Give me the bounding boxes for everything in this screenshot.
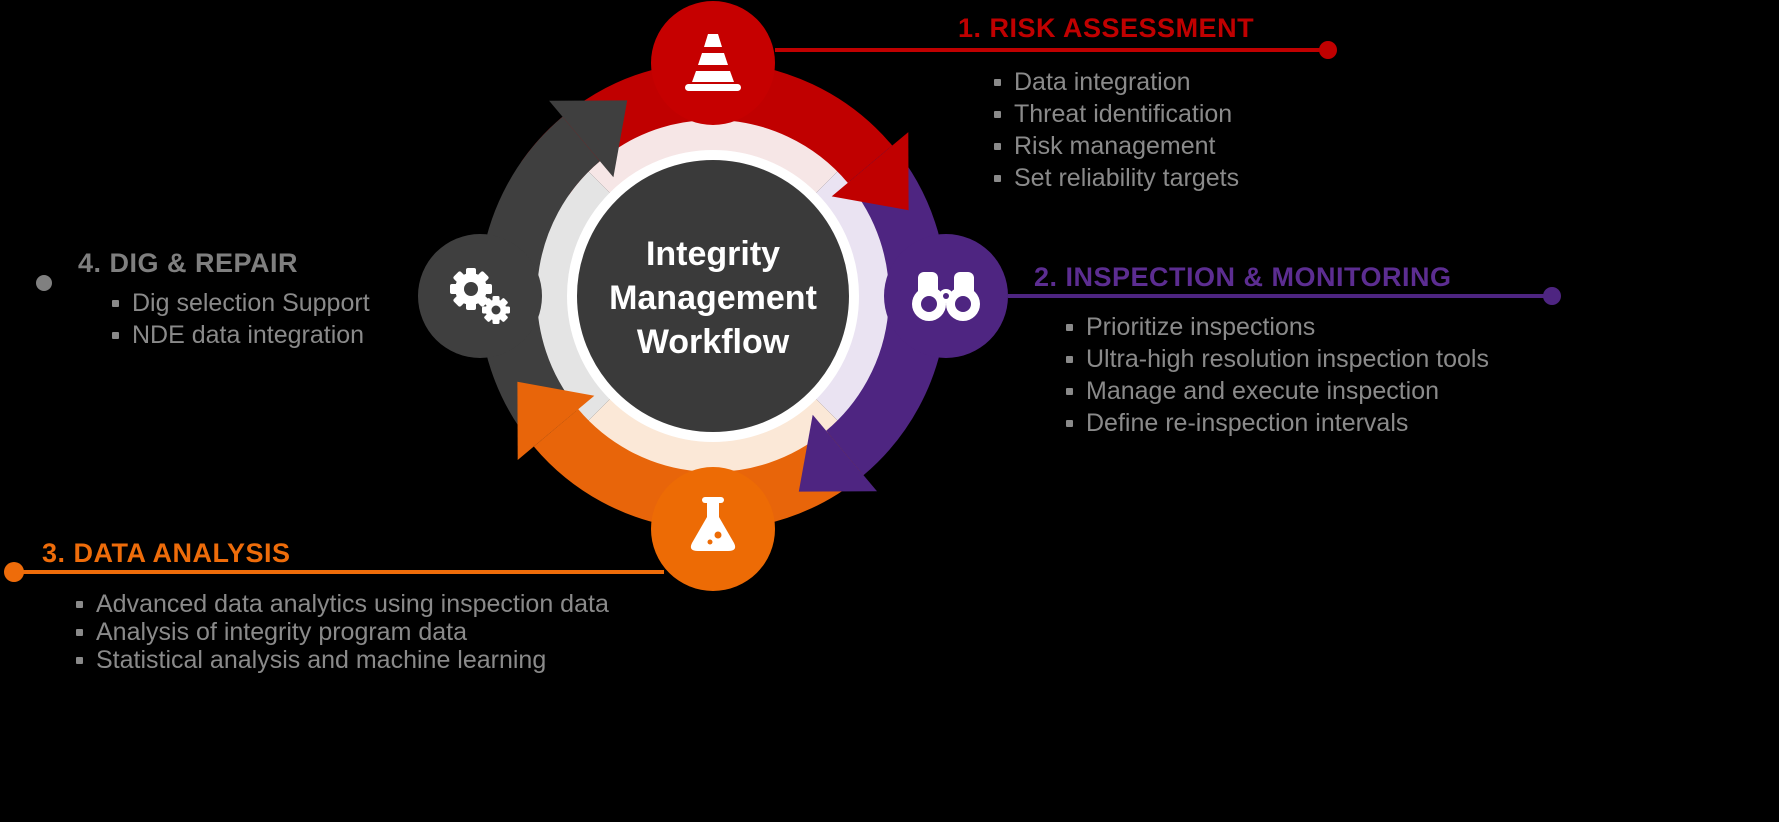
list-item: Advanced data analytics using inspection… bbox=[76, 590, 609, 618]
section-1-connector-dot bbox=[1319, 41, 1337, 59]
bullet-marker bbox=[1066, 355, 1073, 363]
traffic-cone-icon bbox=[685, 34, 741, 91]
light-ring-red bbox=[586, 117, 840, 197]
gear-small-icon bbox=[482, 296, 510, 324]
list-item-label: Risk management bbox=[1014, 131, 1216, 160]
light-ring-purple bbox=[812, 169, 892, 423]
bullet-marker bbox=[1066, 387, 1073, 395]
list-item: NDE data integration bbox=[112, 319, 370, 351]
bullet-marker bbox=[76, 600, 83, 608]
section-4-list: Dig selection Support NDE data integrati… bbox=[112, 287, 370, 351]
list-item-label: Threat identification bbox=[1014, 99, 1233, 128]
center-title-line1: Integrity bbox=[645, 235, 781, 273]
bullet-marker bbox=[994, 78, 1001, 86]
light-ring-orange bbox=[586, 395, 840, 475]
list-item-label: Define re-inspection intervals bbox=[1086, 408, 1409, 437]
section-1-connector-line bbox=[775, 48, 1328, 52]
list-item-label: Analysis of integrity program data bbox=[96, 617, 468, 646]
list-item: Threat identification bbox=[994, 98, 1239, 130]
bullet-marker bbox=[112, 331, 119, 339]
list-item-label: Advanced data analytics using inspection… bbox=[96, 589, 609, 618]
section-3-connector-line bbox=[14, 570, 664, 574]
dig-arrowhead-icon bbox=[549, 100, 628, 178]
bullet-marker bbox=[994, 142, 1001, 150]
section-4-title: 4. DIG & REPAIR bbox=[78, 248, 299, 278]
section-4-connector-dot bbox=[36, 275, 52, 291]
light-ring-gray bbox=[534, 169, 614, 423]
list-item-label: Statistical analysis and machine learnin… bbox=[96, 645, 547, 674]
analysis-arrowhead-icon bbox=[517, 381, 595, 460]
section-2-list: Prioritize inspections Ultra-high resolu… bbox=[1066, 311, 1489, 439]
center-circle bbox=[567, 150, 859, 442]
list-item: Statistical analysis and machine learnin… bbox=[76, 646, 609, 674]
list-item-label: Manage and execute inspection bbox=[1086, 376, 1440, 405]
list-item: Prioritize inspections bbox=[1066, 311, 1489, 343]
list-item: Analysis of integrity program data bbox=[76, 618, 609, 646]
list-item-label: NDE data integration bbox=[132, 320, 365, 349]
bullet-marker bbox=[994, 174, 1001, 182]
list-item-label: Dig selection Support bbox=[132, 288, 370, 317]
list-item-label: Ultra-high resolution inspection tools bbox=[1086, 344, 1489, 373]
bullet-marker bbox=[1066, 323, 1073, 331]
gears-icon bbox=[450, 268, 510, 324]
list-item-label: Set reliability targets bbox=[1014, 163, 1240, 192]
gear-large-icon bbox=[450, 268, 492, 310]
risk-arrowhead-icon bbox=[831, 132, 909, 211]
section-2-connector-line bbox=[1008, 294, 1553, 298]
section-2-connector-dot bbox=[1543, 287, 1561, 305]
list-item-label: Prioritize inspections bbox=[1086, 312, 1316, 341]
binoculars-icon bbox=[912, 272, 980, 321]
inspection-arrowhead-icon bbox=[798, 414, 877, 492]
bullet-marker bbox=[1066, 419, 1073, 427]
list-item: Risk management bbox=[994, 130, 1239, 162]
list-item: Manage and execute inspection bbox=[1066, 375, 1489, 407]
list-item-label: Data integration bbox=[1014, 67, 1191, 96]
center-title: Integrity Management Workflow bbox=[573, 232, 853, 364]
list-item: Ultra-high resolution inspection tools bbox=[1066, 343, 1489, 375]
section-2-title: 2. INSPECTION & MONITORING bbox=[1034, 262, 1452, 292]
section-3-connector-dot bbox=[4, 562, 24, 582]
section-3-list: Advanced data analytics using inspection… bbox=[76, 590, 609, 674]
bullet-marker bbox=[76, 628, 83, 636]
center-title-line2: Management bbox=[609, 279, 817, 317]
list-item: Set reliability targets bbox=[994, 162, 1239, 194]
bullet-marker bbox=[994, 110, 1001, 118]
section-1-title: 1. RISK ASSESSMENT bbox=[958, 13, 1255, 43]
list-item: Define re-inspection intervals bbox=[1066, 407, 1489, 439]
flask-icon bbox=[690, 497, 736, 551]
list-item: Dig selection Support bbox=[112, 287, 370, 319]
bullet-marker bbox=[76, 656, 83, 664]
center-title-line3: Workflow bbox=[636, 323, 790, 361]
bullet-marker bbox=[112, 299, 119, 307]
list-item: Data integration bbox=[994, 66, 1239, 98]
section-1-list: Data integration Threat identification R… bbox=[994, 66, 1239, 194]
section-3-title: 3. DATA ANALYSIS bbox=[42, 538, 291, 568]
